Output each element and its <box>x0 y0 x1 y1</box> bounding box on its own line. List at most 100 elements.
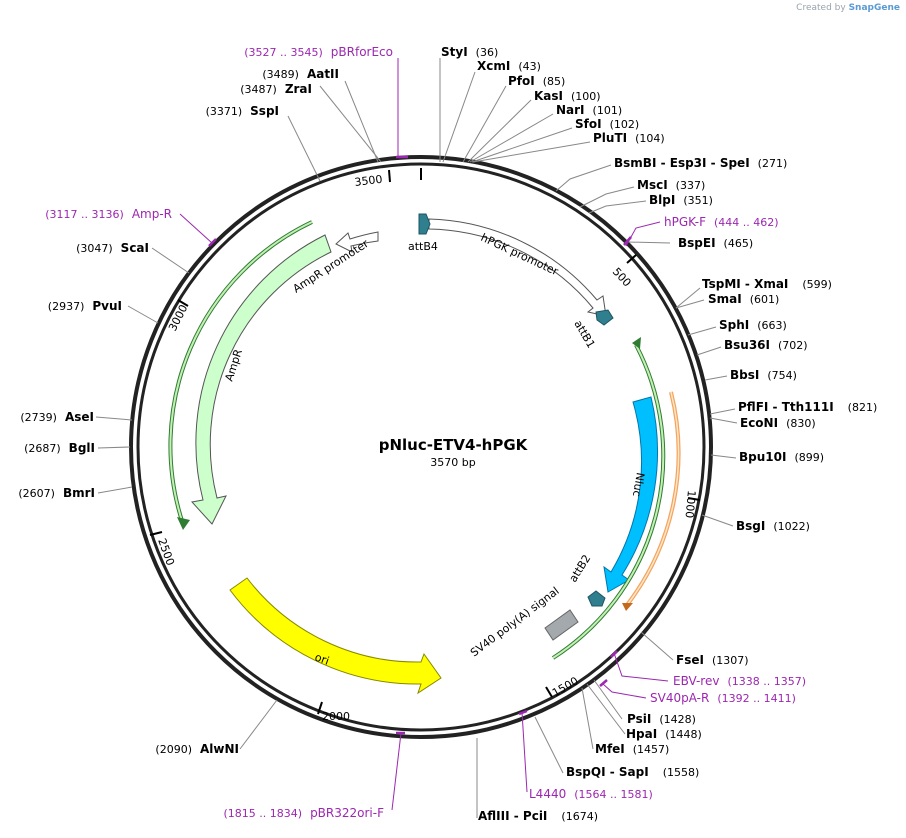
tick-mark-1500 <box>545 686 553 698</box>
attb4-arrow[interactable] <box>418 213 431 235</box>
tick-mark-3000 <box>177 299 189 307</box>
site-labels: StyI(36) XcmI(43) PfoI(85) KasI(100) Nar… <box>18 45 877 823</box>
site-label-xcmi: XcmI(43) <box>477 59 541 73</box>
site-label-kasi: KasI(100) <box>534 89 601 103</box>
site-label-bgli: (2687)BglI <box>24 441 95 455</box>
site-label-blpi: BlpI(351) <box>649 193 713 207</box>
orange-feature-inner <box>626 391 680 606</box>
site-label-zrai: (3487)ZraI <box>240 82 312 96</box>
site-label-tspmi: TspMI - XmaI(599) <box>702 277 832 291</box>
site-connector <box>709 408 736 415</box>
site-connector <box>471 127 573 163</box>
site-label-hpai: HpaI(1448) <box>626 727 702 741</box>
site-label-pvui: (2937)PvuI <box>48 299 122 313</box>
snapgene-credit: Created by SnapGene <box>796 3 900 13</box>
green-feature-right-inner <box>552 344 665 659</box>
plasmid-name: pNluc-ETV4-hPGK <box>378 436 528 454</box>
site-label-fsei: FseI(1307) <box>676 653 749 667</box>
site-connector <box>586 683 626 735</box>
ampr-promoter-arrow[interactable] <box>335 231 379 253</box>
nluc-label: Nluc <box>630 471 647 497</box>
tick-mark-2500 <box>149 531 163 536</box>
orange-feature-arrowhead <box>622 603 633 611</box>
site-connector <box>97 486 133 494</box>
primer-mark-ebv-rev <box>610 650 618 658</box>
primer-label-sv40pa-r: SV40pA-R(1392 .. 1411) <box>650 691 796 705</box>
site-connector <box>704 375 728 381</box>
tick-label: 1500 <box>550 674 581 699</box>
site-connector <box>442 71 476 163</box>
site-label-pflfi: PflFI - Tth111I(821) <box>738 400 877 414</box>
sv40-polya-box[interactable] <box>544 609 579 641</box>
tick-mark-3500 <box>388 169 391 183</box>
site-connector <box>588 200 647 214</box>
tick-label: 1000 <box>683 490 698 519</box>
site-connector <box>627 241 671 244</box>
site-connector <box>581 687 594 750</box>
ori-label: ori <box>313 651 331 668</box>
site-connector <box>319 85 382 163</box>
site-label-afliii: AflIII - PciI(1674) <box>478 809 598 823</box>
hpgk-promoter-arrow[interactable] <box>428 218 607 317</box>
backbone-inner <box>136 162 706 732</box>
attb1-arrow[interactable] <box>595 309 614 326</box>
site-connector <box>710 454 737 459</box>
primer-connector-amp-r <box>179 213 213 244</box>
tick-mark-1000 <box>687 497 701 501</box>
tick-marks <box>149 168 701 715</box>
site-connectors <box>95 58 738 818</box>
site-label-bsmbi: BsmBI - Esp3I - SpeI(271) <box>614 156 787 170</box>
site-label-sphi: SphI(663) <box>719 318 787 332</box>
site-label-asei: (2739)AseI <box>20 410 94 424</box>
site-label-sfoi: SfoI(102) <box>575 117 639 131</box>
primer-mark-sv40pa-r <box>599 679 608 687</box>
primer-mark-amp-r <box>208 238 217 247</box>
site-label-psii: PsiI(1428) <box>627 712 696 726</box>
site-label-bspei: BspEI(465) <box>678 236 753 250</box>
tick-mark-2000 <box>317 701 323 715</box>
primer-label-hpgk-f: hPGK-F(444 .. 462) <box>664 215 779 229</box>
site-label-smai: SmaI(601) <box>708 292 779 306</box>
sv40-polya-label: SV40 poly(A) signal <box>468 584 562 659</box>
green-feature-left-arrowhead <box>177 517 190 530</box>
attb1-label: attB1 <box>571 318 597 350</box>
site-label-mfei: MfeI(1457) <box>595 742 669 756</box>
snapgene-brand: SnapGene <box>848 3 900 13</box>
site-label-pluti: PluTI(104) <box>593 131 665 145</box>
site-label-bmri: (2607)BmrI <box>18 486 95 500</box>
site-connector <box>534 716 564 774</box>
site-connector <box>675 287 701 309</box>
nluc-arrow[interactable] <box>603 396 658 593</box>
site-connector <box>469 113 554 163</box>
primer-labels: (3527 .. 3545)pBRforEco hPGK-F(444 .. 46… <box>45 45 806 820</box>
site-connector <box>555 164 612 192</box>
site-connector <box>127 305 159 324</box>
site-label-bsgi: BsgI(1022) <box>736 519 810 533</box>
primer-label-amp-r: (3117 .. 3136)Amp-R <box>45 207 172 221</box>
site-connector <box>97 446 131 449</box>
site-label-bpu10i: Bpu10I(899) <box>739 450 824 464</box>
primer-mark-hpgk-f <box>623 236 632 246</box>
tick-mark-500 <box>626 254 637 264</box>
site-connector <box>344 80 379 163</box>
ori-arrow[interactable] <box>229 577 442 695</box>
ampr-arrow[interactable] <box>191 234 332 525</box>
site-connector <box>709 417 738 424</box>
site-label-bsu36i: Bsu36I(702) <box>724 338 808 352</box>
primer-connector-l4440 <box>521 711 528 793</box>
site-connector <box>640 631 674 661</box>
attb2-arrow[interactable] <box>587 590 606 607</box>
primer-label-l4440: L4440(1564 .. 1581) <box>529 787 653 801</box>
site-label-bbsi: BbsI(754) <box>730 368 797 382</box>
site-connector <box>462 85 507 163</box>
credit-prefix: Created by <box>796 3 846 13</box>
primer-connector-pbr322ori-f <box>391 732 402 811</box>
primer-label-pbrforeco: (3527 .. 3545)pBRforEco <box>244 45 393 59</box>
site-connector <box>287 115 321 182</box>
site-label-econi: EcoNI(830) <box>740 416 816 430</box>
site-label-scai: (3047)ScaI <box>76 241 149 255</box>
site-connector <box>687 326 717 336</box>
primer-connector-ebv-rev <box>613 652 669 682</box>
site-connector <box>675 299 705 309</box>
